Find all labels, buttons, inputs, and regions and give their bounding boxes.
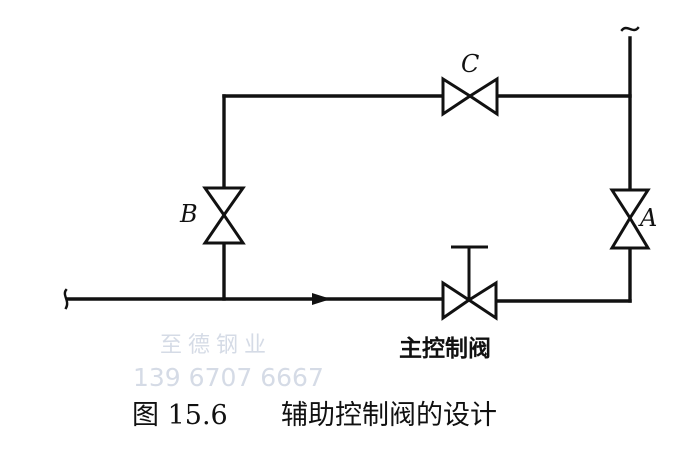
valve-c-body-right	[467, 76, 499, 117]
valve-b-label: B	[179, 200, 198, 228]
outlet-break-mark	[620, 26, 640, 32]
valve-a[interactable]	[609, 188, 651, 250]
figure-title: 辅助控制阀的设计	[281, 400, 497, 431]
valve-c[interactable]	[441, 76, 499, 117]
valve-a-body-bottom	[609, 215, 651, 250]
main-valve-body-left	[441, 280, 472, 321]
valve-a-label: A	[638, 204, 657, 232]
watermark-phone: 139 6707 6667	[133, 363, 324, 392]
watermark-company: 至德钢业	[160, 333, 272, 358]
main-control-valve[interactable]	[441, 245, 498, 321]
flow-arrow	[312, 293, 331, 305]
inlet-break-mark	[63, 288, 69, 310]
main-valve-label: 主控制阀	[399, 335, 491, 362]
valve-b-body-top	[202, 186, 246, 218]
valve-c-body-left	[441, 76, 473, 117]
main-valve-body-right	[466, 280, 498, 321]
valve-b[interactable]	[202, 186, 246, 245]
figure-number: 图 15.6	[132, 400, 228, 431]
valve-a-body-top	[609, 188, 651, 221]
valve-b-body-bottom	[202, 212, 246, 245]
valve-c-label: C	[461, 50, 479, 78]
